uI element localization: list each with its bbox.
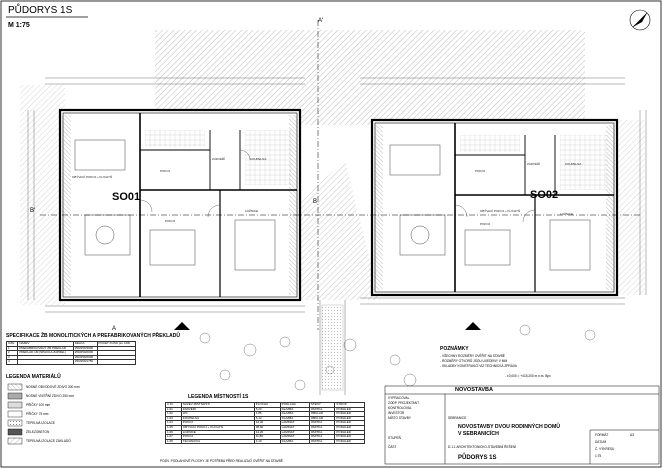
titleblock-field-value: SEBRANICE xyxy=(448,416,467,420)
material-legend-item: PŘÍČKY 75 mm xyxy=(26,412,49,416)
titleblock-drawing-name: PŮDORYS 1S xyxy=(458,455,497,461)
table-row: 4 250/250/1750 xyxy=(5,359,137,365)
room-label: ZÁDVEŘÍ xyxy=(212,156,225,161)
material-legend-item: ŽELEZOBETON xyxy=(26,430,50,434)
titleblock-field-label: KONTROLOVAL xyxy=(388,406,412,410)
room-label: POKOJ xyxy=(475,169,486,173)
specifikace-table: OZN. NÁZEV DÉLKA POČET KUSŮ pro 1RD 1 PR… xyxy=(5,341,137,365)
room-label: KOUPELNA xyxy=(565,162,581,166)
section-marker-b: B xyxy=(313,199,317,205)
dimension-lines xyxy=(27,77,647,313)
titleblock-field-label: MÍSTO STAVBY xyxy=(388,416,412,420)
titleblock-title-line1: NOVOSTAVBY DVOU RODINNÝCH DOMŮ xyxy=(458,424,561,430)
table-cell: 4 xyxy=(5,359,19,365)
north-arrow-icon xyxy=(629,9,651,31)
specifikace-title: SPECIFIKACE ŽB MONOLITICKÝCH A PREFABRIK… xyxy=(6,333,180,339)
room-label: POKOJ xyxy=(160,169,171,173)
titleblock-title-line2: V SEBRANICÍCH xyxy=(458,431,499,437)
room-label: KOUPELNA xyxy=(250,157,266,161)
titleblock-field-value: D.1.1 ARCHITEKTONICKO-STAVEBNÍ ŘEŠENÍ xyxy=(448,445,517,449)
titleblock-date-label: DATUM xyxy=(595,440,607,444)
section-markers xyxy=(174,322,481,330)
material-legend-item: TEPELNÁ IZOLACE xyxy=(26,421,56,425)
table-cell: TECHNICKÁ xyxy=(180,438,255,445)
table-header-row: Č.M. NÁZEV MÍSTNOSTI PLOCHA PODLAHA STĚN… xyxy=(165,402,365,408)
section-lines xyxy=(40,20,640,330)
building-so01 xyxy=(58,108,302,302)
titleblock-format-value: A3 xyxy=(630,433,634,437)
titleblock-field-label: INVESTOR xyxy=(388,411,405,415)
titleblock-field-label: ČÁST xyxy=(388,445,397,449)
material-legend-swatches xyxy=(7,383,23,445)
room-label: LOŽNICE xyxy=(245,208,258,213)
titleblock-cislo-label: Č. VÝKRESU xyxy=(595,447,615,451)
legenda-materialu-title: LEGENDA MATERIÁLŮ xyxy=(6,374,61,380)
titleblock-field-label: STUPEŇ xyxy=(388,436,401,440)
poznamky-line: - ±0,000 = +415,200 m n.m. Bpv xyxy=(505,374,551,378)
room-label: POKOJ xyxy=(165,219,176,223)
table-header-cell: POČET KUSŮ pro 1RD xyxy=(96,341,137,347)
bottom-note: POZN. PODLAHOVÉ PLOCHY JE POTŘEBA PŘED R… xyxy=(160,459,283,463)
poznamky-line: - VŠECHNY ROZMĚRY OVĚŘIT NA STAVBĚ xyxy=(440,354,505,358)
table-cell: PŘEKLAD 1M (ŠPACILA ZÁPŘEL) xyxy=(17,350,74,356)
table-cell xyxy=(96,359,137,365)
titleblock-field-label: VYPRACOVAL xyxy=(388,396,410,400)
table-cell: DLAŽBA xyxy=(279,438,310,445)
table-cell xyxy=(17,359,74,365)
landscaping-trees xyxy=(199,324,596,391)
material-legend-item: PŘÍČKY 100 mm xyxy=(26,403,51,407)
drawing-scale: M 1:75 xyxy=(8,22,30,29)
unit-label-so01: SO01 xyxy=(112,191,140,203)
table-cell: 250/250/1750 xyxy=(72,359,98,365)
room-label: OBÝVACÍ POKOJ + KUCHYŇ xyxy=(480,208,520,213)
table-cell: PODHLED xyxy=(334,438,365,445)
access-path xyxy=(319,300,346,395)
section-marker-b-prime: B' xyxy=(30,208,35,214)
material-legend-item: NOSNÉ OBVODOVÉ ZDIVO 300 mm xyxy=(26,385,80,389)
table-cell: 1.08 xyxy=(165,438,182,445)
room-label: OBÝVACÍ POKOJ + KUCHYŇ xyxy=(72,174,112,179)
room-label: ZÁDVEŘÍ xyxy=(527,161,540,166)
table-cell: 4,10 xyxy=(253,438,281,445)
room-label: LOŽNICE xyxy=(560,211,573,216)
poznamky-line: - SKLADBY KONSTRUKCÍ VIZ TECHNICKÁ ZPRÁV… xyxy=(440,364,517,368)
titleblock-field-label: ZODP. PROJEKTANT xyxy=(388,401,420,405)
section-marker-a: A xyxy=(112,326,116,332)
title-block-frame xyxy=(384,385,660,465)
legenda-mistnosti-table: Č.M. NÁZEV MÍSTNOSTI PLOCHA PODLAHA STĚN… xyxy=(165,402,365,445)
room-label: POKOJ xyxy=(480,222,491,226)
drawing-title: PŮDORYS 1S xyxy=(8,5,73,16)
titleblock-format-label: FORMÁT xyxy=(595,433,609,437)
poznamky-title: POZNÁMKY xyxy=(440,346,469,352)
material-legend-item: TEPELNÁ IZOLACE ZÁKLADŮ xyxy=(26,439,71,443)
material-legend-item: NOSNÉ VNITŘNÍ ZDIVO 250 mm xyxy=(26,394,74,398)
building-so02 xyxy=(370,118,619,297)
table-cell: PREFABRIKOVANÝ ŽB PŘEKLAD xyxy=(17,345,74,352)
table-cell: OMÍTKA xyxy=(308,438,336,445)
titleblock-project: NOVOSTAVBA xyxy=(455,387,493,393)
unit-label-so02: SO02 xyxy=(530,189,558,201)
section-marker-a-prime: A' xyxy=(318,18,323,24)
poznamky-line: - ROZMĚRY OTVORŮ JSOU UVEDENY V MM xyxy=(440,359,508,363)
titleblock-scale: 1:75 xyxy=(595,454,602,458)
legenda-mistnosti-title: LEGENDA MÍSTNOSTÍ 1S xyxy=(188,394,249,400)
